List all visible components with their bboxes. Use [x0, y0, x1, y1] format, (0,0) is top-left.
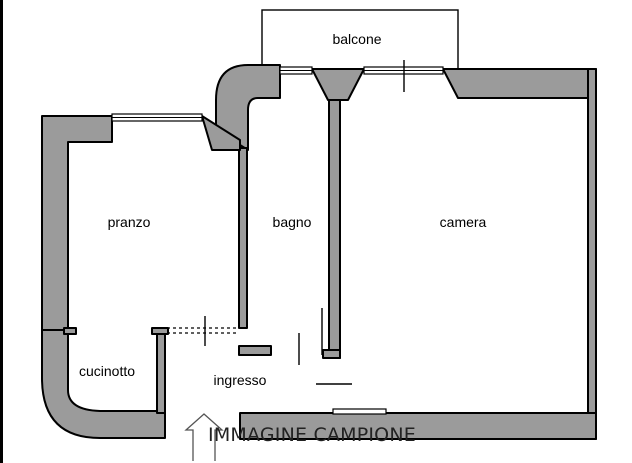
- wall-right: [587, 68, 597, 440]
- wall-pranzo-bagno: [238, 147, 248, 329]
- wall-bagno-camera-stub: [322, 349, 341, 359]
- pillar-center: [311, 68, 365, 101]
- label-balcone: balcone: [332, 31, 381, 47]
- label-bagno: bagno: [273, 214, 312, 230]
- wall-bottom: [239, 412, 597, 440]
- label-cucinotto: cucinotto: [79, 363, 135, 379]
- door-entrance: [332, 408, 387, 415]
- wall-cucinotto-right: [156, 332, 166, 414]
- frame-edge: [0, 0, 3, 463]
- wall-pranzo-top-right: [201, 115, 241, 151]
- label-pranzo: pranzo: [108, 214, 151, 230]
- wall-left-stub: [63, 327, 77, 335]
- wall-cucinotto-curve: [41, 329, 166, 439]
- wall-pranzo-top: [41, 115, 113, 331]
- entrance-arrow-icon: [184, 413, 224, 461]
- label-camera: camera: [440, 214, 487, 230]
- label-ingresso: ingresso: [214, 372, 267, 388]
- wall-bagno-camera: [328, 99, 341, 359]
- wall-cucinotto-stub: [151, 327, 169, 335]
- watermark: IMMAGINE CAMPIONE: [208, 424, 416, 446]
- wall-pranzo-bagno-stub: [238, 345, 272, 356]
- wall-camera-top: [442, 68, 597, 99]
